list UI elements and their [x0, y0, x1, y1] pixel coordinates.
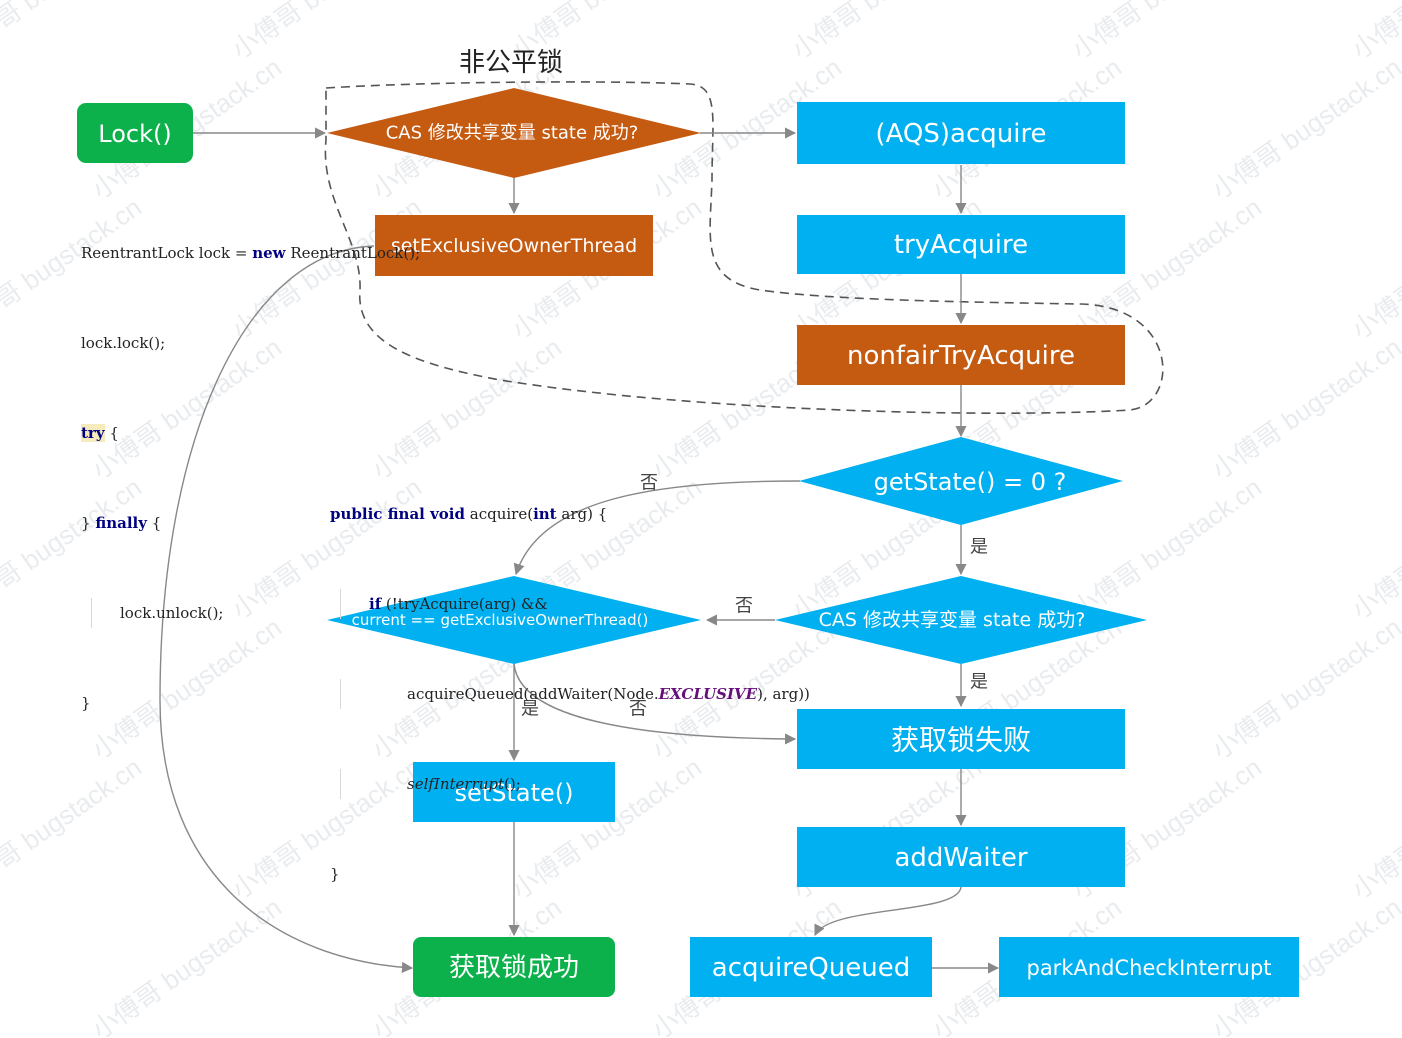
code-line: } — [330, 865, 340, 883]
node-get-state[interactable]: getState() = 0 ? — [799, 437, 1123, 525]
watermark-text: 小傅哥 bugstack.cn — [1066, 472, 1267, 625]
watermark-text: 小傅哥 bugstack.cn — [1346, 752, 1402, 905]
code-snippet-usage: ReentrantLock lock = new ReentrantLock()… — [81, 178, 420, 748]
code-line: ReentrantLock lock = new ReentrantLock()… — [81, 244, 421, 262]
svg-text:Lock(): Lock() — [98, 120, 171, 148]
code-line: } — [81, 694, 91, 712]
watermark-text: 小傅哥 bugstack.cn — [1206, 332, 1402, 485]
svg-text:获取锁成功: 获取锁成功 — [449, 953, 579, 983]
watermark-text: 小傅哥 bugstack.cn — [1346, 472, 1402, 625]
code-snippet-acquire: public final void acquire(int arg) { if … — [330, 439, 810, 919]
svg-text:CAS 修改共享变量 state 成功?: CAS 修改共享变量 state 成功? — [386, 123, 639, 144]
svg-text:setState(): setState() — [455, 779, 574, 807]
code-line: selfInterrupt(); — [340, 769, 810, 799]
svg-text:(AQS)acquire: (AQS)acquire — [875, 119, 1046, 149]
svg-text:acquireQueued: acquireQueued — [712, 953, 910, 983]
edges — [159, 127, 1000, 974]
node-park-check-interrupt[interactable]: parkAndCheckInterrupt — [999, 937, 1299, 997]
watermark-text: 小傅哥 bugstack.cn — [86, 892, 287, 1038]
label-casmid-no: 否 — [735, 596, 753, 617]
svg-text:current == getExclusiveOwnerTh: current == getExclusiveOwnerThread() — [352, 611, 649, 629]
node-try-acquire[interactable]: tryAcquire — [797, 215, 1125, 274]
node-current-owner[interactable]: current == getExclusiveOwnerThread() — [327, 576, 701, 664]
watermark-text: 小傅哥 bugstack.cn — [0, 0, 147, 65]
svg-text:setExclusiveOwnerThread: setExclusiveOwnerThread — [391, 235, 637, 257]
svg-text:getState() = 0 ?: getState() = 0 ? — [874, 468, 1067, 496]
label-current-no: 否 — [629, 699, 647, 720]
svg-text:nonfairTryAcquire: nonfairTryAcquire — [847, 341, 1075, 371]
node-set-owner[interactable]: setExclusiveOwnerThread — [375, 215, 653, 276]
svg-text:addWaiter: addWaiter — [894, 843, 1027, 873]
label-casmid-yes: 是 — [970, 672, 988, 693]
watermark-text: 小傅哥 bugstack.cn — [1346, 192, 1402, 345]
code-line: acquireQueued(addWaiter(Node.EXCLUSIVE),… — [340, 679, 810, 709]
svg-text:CAS 修改共享变量 state 成功?: CAS 修改共享变量 state 成功? — [819, 609, 1086, 631]
code-line: lock.lock(); — [81, 334, 166, 352]
svg-text:tryAcquire: tryAcquire — [894, 230, 1028, 260]
watermark-text: 小傅哥 bugstack.cn — [226, 0, 427, 65]
node-acquire-queued[interactable]: acquireQueued — [690, 937, 932, 997]
label-current-yes: 是 — [521, 699, 539, 720]
node-add-waiter[interactable]: addWaiter — [797, 827, 1125, 887]
watermark-text: 小傅哥 bugstack.cn — [1206, 612, 1402, 765]
svg-text:parkAndCheckInterrupt: parkAndCheckInterrupt — [1026, 956, 1271, 980]
code-line: } finally { — [81, 514, 162, 532]
label-getstate-no: 否 — [640, 473, 658, 494]
nonfair-lock-title: 非公平锁 — [459, 48, 563, 78]
node-aqs-acquire[interactable]: (AQS)acquire — [797, 102, 1125, 164]
watermark-text: 小傅哥 bugstack.cn — [1066, 0, 1267, 65]
watermark-text: 小傅哥 bugstack.cn — [0, 752, 147, 905]
code-line: try { — [81, 424, 119, 442]
edge-setowner-to-success — [159, 245, 414, 973]
watermark-text: 小傅哥 bugstack.cn — [1346, 0, 1402, 65]
node-nonfair-try-acquire[interactable]: nonfairTryAcquire — [797, 325, 1125, 385]
svg-text:获取锁失败: 获取锁失败 — [891, 724, 1031, 757]
edge-addwaiter-to-queued — [814, 886, 962, 936]
node-lock[interactable]: Lock() — [77, 103, 193, 163]
node-acquire-success[interactable]: 获取锁成功 — [413, 937, 615, 997]
watermark-text: 小傅哥 bugstack.cn — [786, 0, 987, 65]
code-line: lock.unlock(); — [91, 598, 420, 628]
nonfair-lock-boundary — [324, 81, 1164, 414]
node-cas-top[interactable]: CAS 修改共享变量 state 成功? — [327, 88, 701, 178]
node-cas-mid[interactable]: CAS 修改共享变量 state 成功? — [775, 576, 1147, 664]
node-acquire-fail[interactable]: 获取锁失败 — [797, 709, 1125, 769]
watermark-text: 小傅哥 bugstack.cn — [1206, 52, 1402, 205]
label-getstate-yes: 是 — [970, 537, 988, 558]
node-set-state[interactable]: setState() — [413, 762, 615, 822]
code-line: public final void acquire(int arg) { — [330, 505, 608, 523]
edge-current-no — [513, 663, 797, 745]
code-line: if (!tryAcquire(arg) && — [340, 589, 810, 619]
edge-getstate-no — [513, 480, 801, 576]
